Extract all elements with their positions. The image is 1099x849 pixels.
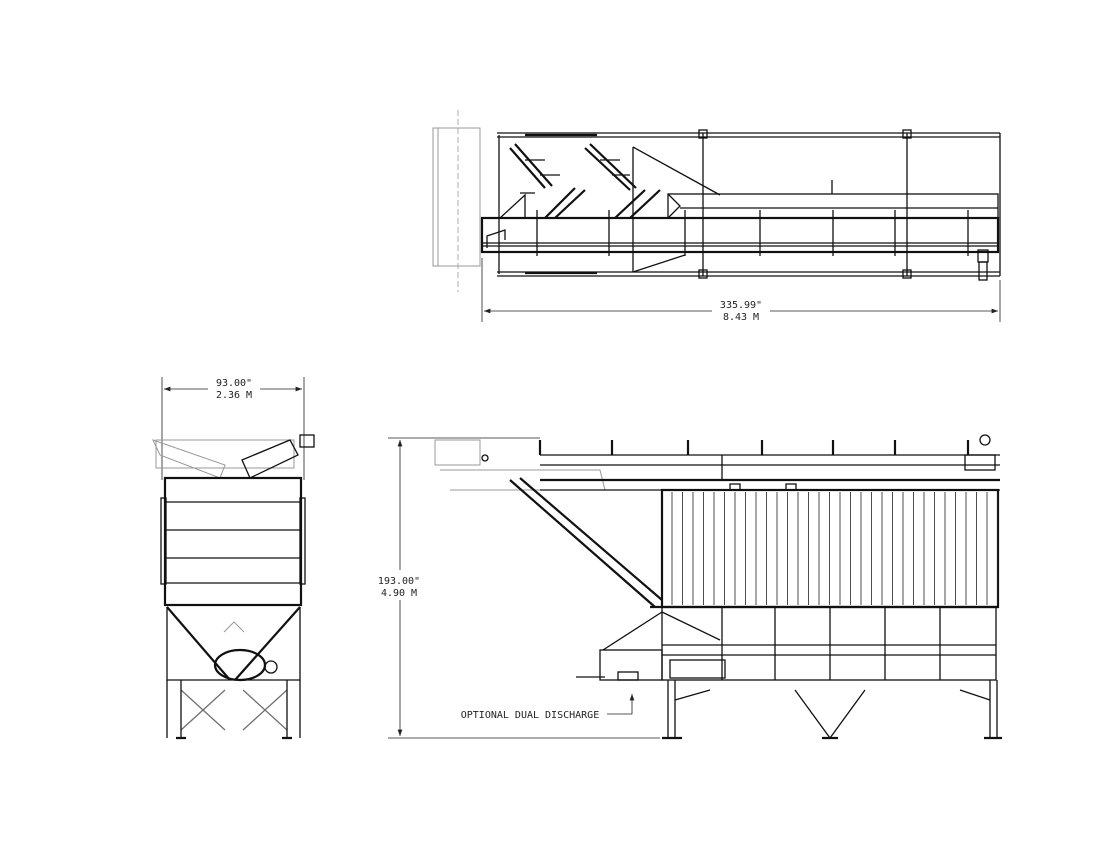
height-dimension-inches: 193.00" xyxy=(378,576,420,587)
height-dimension-meters: 4.90 M xyxy=(381,588,417,599)
end-view: 93.00" 2.36 M xyxy=(152,377,315,740)
body-ribs xyxy=(671,492,998,605)
lower-bays xyxy=(662,607,996,680)
frame-posts xyxy=(698,129,912,279)
top-view: 335.99" 8.43 M xyxy=(432,110,1001,323)
optional-dual-discharge-label: OPTIONAL DUAL DISCHARGE xyxy=(461,710,599,721)
side-rail-posts xyxy=(538,440,970,455)
drive-motor-side xyxy=(979,434,991,446)
conveyor-flights xyxy=(536,210,969,256)
width-dimension-meters: 2.36 M xyxy=(216,390,252,401)
width-dimension-inches: 93.00" xyxy=(216,378,252,389)
length-dimension-meters: 8.43 M xyxy=(723,312,759,323)
side-view: 193.00" 4.90 M OPTIONAL DUAL DISCHARGE xyxy=(378,434,1002,740)
length-dimension-inches: 335.99" xyxy=(720,300,762,311)
dual-discharge xyxy=(599,649,663,681)
motor xyxy=(264,660,278,674)
